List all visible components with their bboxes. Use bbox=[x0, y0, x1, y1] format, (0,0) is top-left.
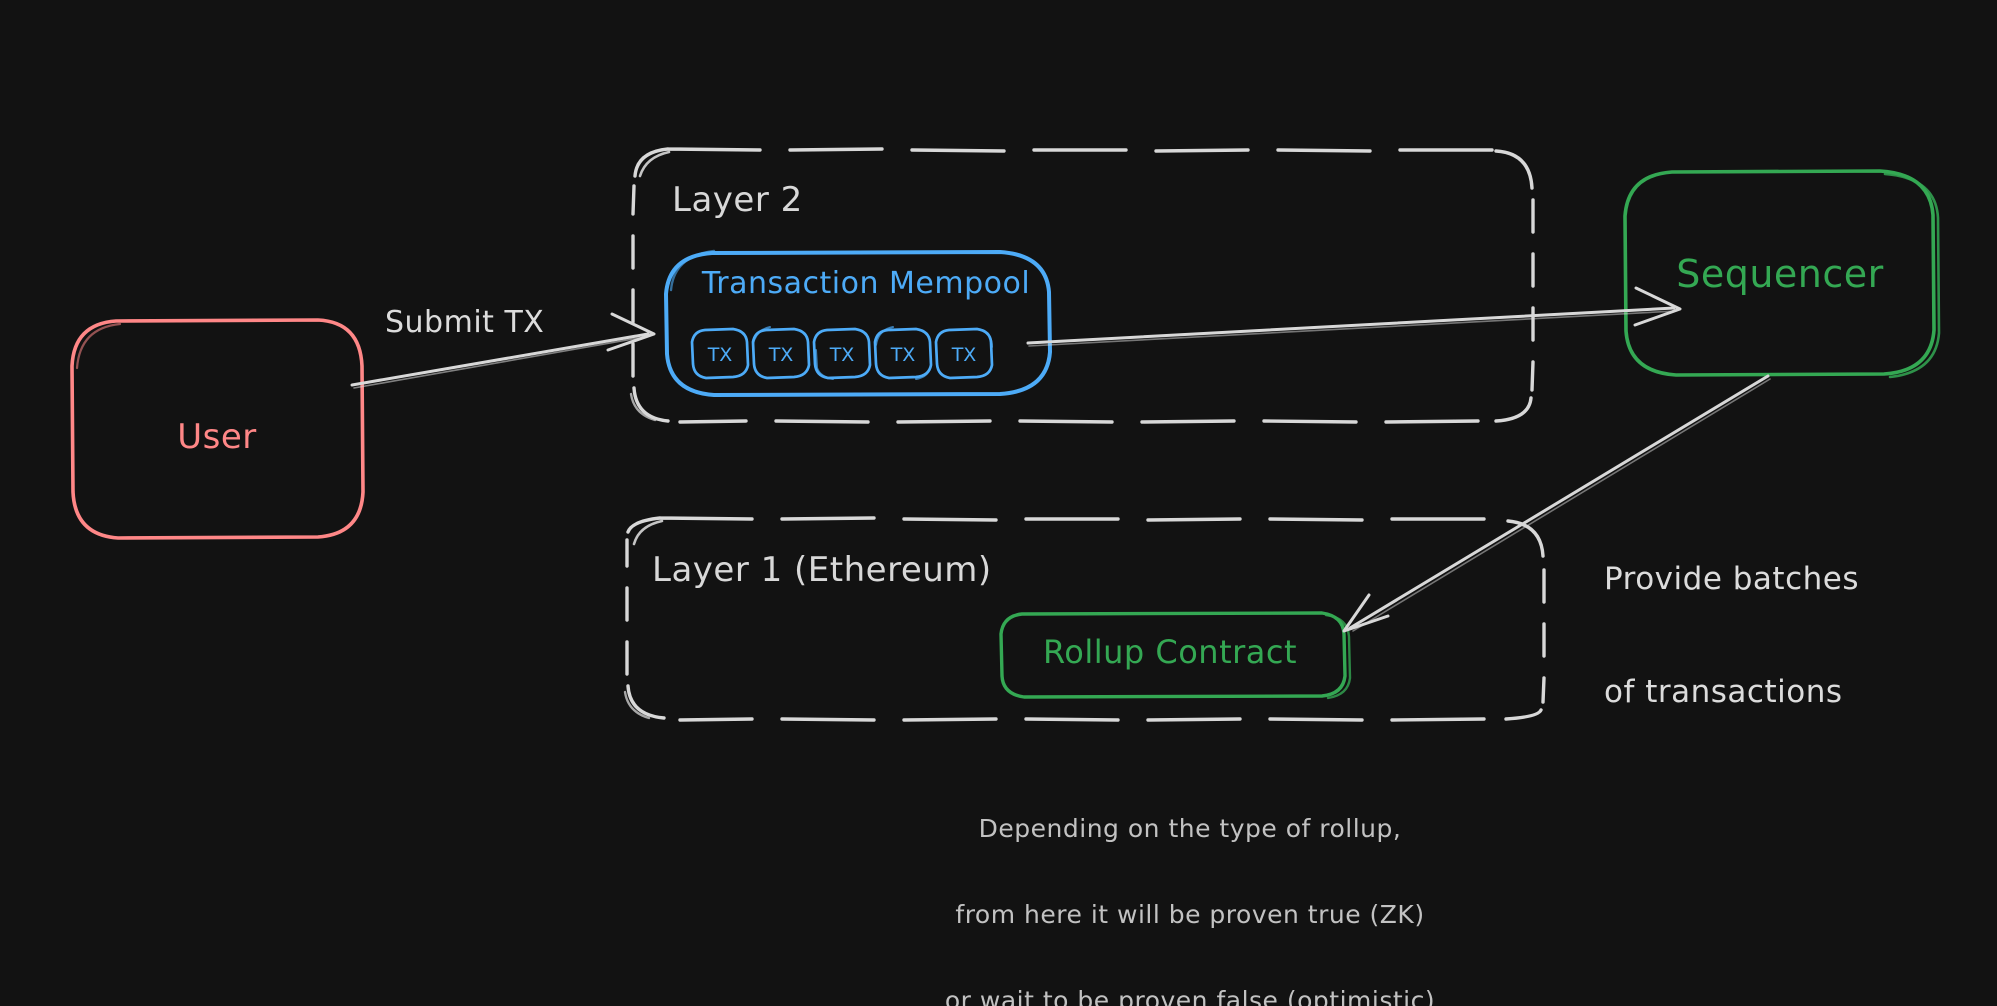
sequencer-label: Sequencer bbox=[1676, 252, 1884, 296]
edge-label-submit-tx: Submit TX bbox=[385, 305, 545, 340]
layer2-label: Layer 2 bbox=[672, 180, 803, 220]
tx-chip bbox=[873, 326, 933, 380]
tx-chip-label: TX bbox=[707, 344, 733, 366]
user-label: User bbox=[177, 417, 257, 457]
sequencer-box[interactable] bbox=[1623, 169, 1941, 379]
tx-chip-label: TX bbox=[890, 344, 916, 366]
tx-chip bbox=[812, 327, 872, 380]
tx-chip bbox=[690, 327, 750, 380]
edge-label-provide-batches-line2: of transactions bbox=[1604, 674, 1843, 711]
tx-chip-label: TX bbox=[951, 344, 977, 366]
tx-chips bbox=[690, 326, 994, 380]
rollup-caption-line3: or wait to be proven false (optimistic) bbox=[944, 986, 1436, 1006]
layer2-container[interactable] bbox=[629, 147, 1535, 424]
mempool-label: Transaction Mempool bbox=[701, 266, 1031, 301]
arrow-sequencer-to-rollup bbox=[1342, 374, 1771, 633]
layer1-container[interactable] bbox=[623, 516, 1546, 722]
tx-chip bbox=[934, 327, 994, 380]
rollup-contract-label: Rollup Contract bbox=[1042, 633, 1298, 671]
rollup-caption: Depending on the type of rollup, from he… bbox=[920, 757, 1460, 1006]
edge-label-provide-batches-line1: Provide batches bbox=[1604, 560, 1859, 597]
arrow-mempool-to-sequencer bbox=[1026, 286, 1682, 347]
rollup-contract-box[interactable] bbox=[999, 611, 1352, 700]
rollup-caption-line1: Depending on the type of rollup, bbox=[978, 813, 1402, 843]
arrow-user-to-mempool bbox=[350, 312, 656, 389]
edge-label-provide-batches: Provide batches of transactions bbox=[1604, 485, 1859, 788]
layer1-label: Layer 1 (Ethereum) bbox=[652, 550, 992, 590]
user-box[interactable] bbox=[70, 318, 365, 540]
mempool-box[interactable] bbox=[664, 249, 1052, 397]
tx-chip-label: TX bbox=[768, 344, 794, 366]
tx-chip bbox=[751, 326, 811, 380]
rollup-caption-line2: from here it will be proven true (ZK) bbox=[955, 899, 1425, 929]
tx-chip-label: TX bbox=[829, 344, 855, 366]
